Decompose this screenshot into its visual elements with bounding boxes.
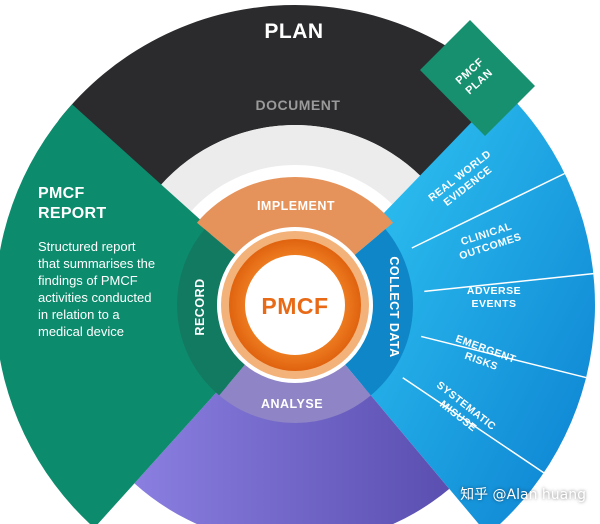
watermark: 知乎 @Alan huang bbox=[460, 487, 586, 503]
implement-label: IMPLEMENT bbox=[257, 199, 335, 213]
document-segment bbox=[161, 124, 421, 212]
report-segment bbox=[0, 104, 222, 524]
record-label: RECORD bbox=[193, 278, 207, 335]
pmcf-report-description: Structured report that summarises the fi… bbox=[38, 239, 156, 339]
document-label: DOCUMENT bbox=[256, 97, 341, 113]
plan-label: PLAN bbox=[264, 20, 323, 43]
collect-arrow bbox=[345, 229, 413, 396]
collect-item-line1: ADVERSE bbox=[467, 285, 521, 297]
pmcf-report-title: PMCF REPORT bbox=[38, 184, 156, 224]
collect-divider bbox=[402, 377, 545, 474]
collect-item: ADVERSE EVENTS bbox=[467, 285, 521, 310]
collect-dividers bbox=[402, 172, 594, 474]
collect-divider bbox=[420, 335, 587, 379]
plan-segment bbox=[58, 4, 518, 195]
center-disc bbox=[245, 255, 345, 355]
pmcf-report-panel: PMCF REPORT Structured report that summa… bbox=[38, 184, 156, 340]
pmcf-report-title-line2: REPORT bbox=[38, 205, 107, 222]
pmcf-plan-tab bbox=[420, 20, 535, 136]
analyse-label: ANALYSE bbox=[261, 397, 323, 411]
implement-arrow bbox=[196, 176, 394, 255]
analyse-outer-segment bbox=[134, 383, 450, 524]
collect-item-line2: EVENTS bbox=[471, 298, 516, 310]
collect-divider bbox=[424, 272, 594, 293]
collect-divider bbox=[411, 172, 565, 249]
record-arrow bbox=[177, 229, 245, 396]
center-label: PMCF bbox=[261, 293, 328, 319]
analyse-arrow bbox=[219, 364, 371, 424]
pmcf-report-title-line1: PMCF bbox=[38, 185, 85, 202]
collect-segment bbox=[365, 89, 595, 524]
collect-data-label: COLLECT DATA bbox=[387, 256, 401, 357]
